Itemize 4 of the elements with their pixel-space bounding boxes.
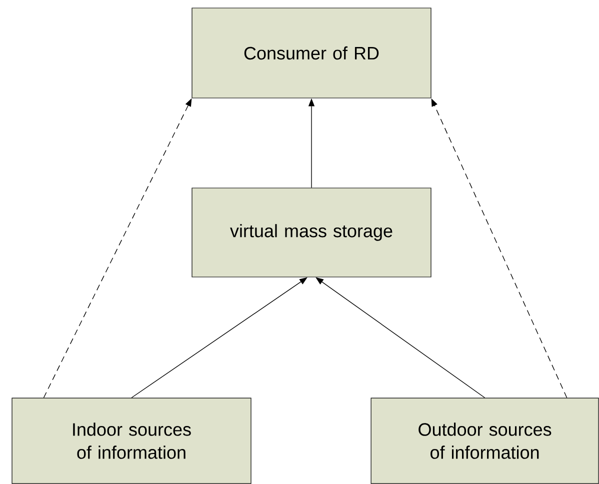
process-box: Consumer of RD	[192, 8, 432, 98]
process-box: Outdoor sources of information	[370, 398, 599, 484]
process-box: virtual mass storage	[192, 188, 432, 278]
process-box: Indoor sources of information	[12, 398, 252, 484]
